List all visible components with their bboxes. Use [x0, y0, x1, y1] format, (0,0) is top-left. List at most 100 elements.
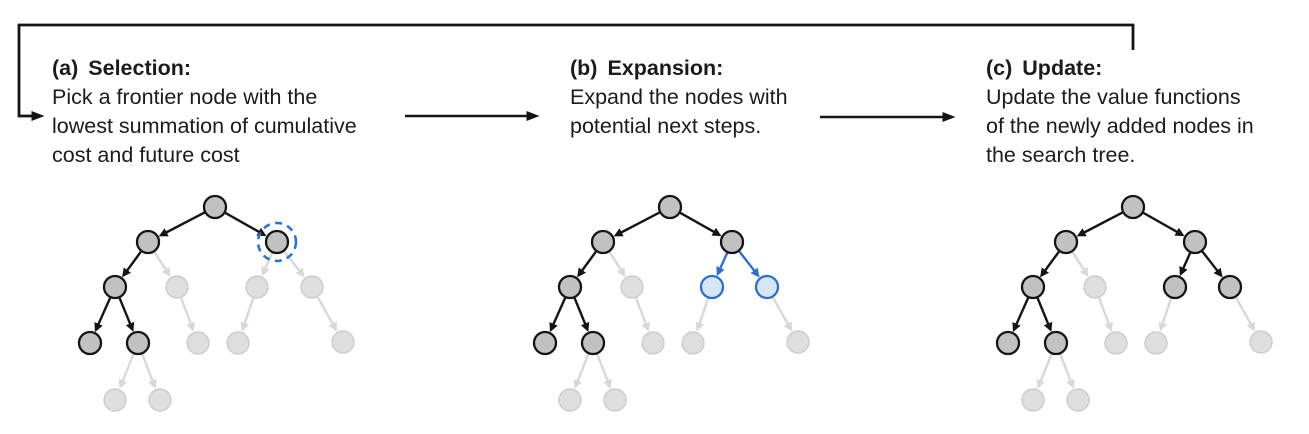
selection-tree-edge-R-RR [283, 250, 305, 278]
update-tree-edge-LL-LLR [1036, 297, 1053, 332]
panel-selection-title: (a) Selection: [52, 54, 404, 83]
expansion-tree-edge-R-RL [716, 252, 729, 277]
expansion-tree-edge-LLR-LLRb [596, 353, 612, 389]
selection-tree-edge-LR-LRc [180, 297, 195, 332]
selection-tree-edge-RL-RLc [240, 298, 255, 332]
update-tree-node-LLRb [1066, 388, 1090, 412]
panel-update-body-line: of the newly added nodes in [986, 114, 1254, 138]
expansion-tree-node-LR [620, 275, 644, 299]
panel-selection: (a) Selection: Pick a frontier node with … [52, 54, 404, 170]
update-tree-node-R [1182, 229, 1208, 255]
tree-diagrams [77, 194, 1273, 412]
selection-tree [77, 194, 355, 412]
update-tree-node-RR [1217, 274, 1243, 300]
panel-expansion-label: (b) [570, 56, 598, 80]
expansion-tree-node-LRc [641, 331, 665, 355]
update-tree-node-LLR [1043, 330, 1069, 356]
selection-tree-node-LLRa [103, 388, 127, 412]
selection-tree-edge-LLR-LLRa [118, 353, 135, 389]
update-tree-edge-L-LR [1071, 251, 1089, 277]
update-tree-edge-LLR-LLRa [1036, 353, 1053, 389]
expansion-tree-node-RLc [681, 331, 705, 355]
expansion-tree-edge-LLR-LLRa [573, 353, 590, 389]
update-tree-node-LR [1083, 275, 1107, 299]
panel-expansion-body-line: potential next steps. [570, 114, 762, 138]
panel-selection-title-text: Selection: [88, 56, 192, 80]
expansion-tree-edge-root-L [613, 211, 660, 237]
update-tree-edge-R-RR [1201, 250, 1223, 278]
update-tree-node-L [1053, 229, 1079, 255]
update-tree-edge-LLR-LLRb [1059, 353, 1075, 389]
selection-tree-edge-LL-LLR [118, 297, 135, 332]
selection-tree-node-LLR [125, 330, 151, 356]
panel-update-title-text: Update: [1022, 56, 1103, 80]
selection-tree-node-RL [245, 275, 269, 299]
update-tree [995, 194, 1273, 412]
loop-back-arrow [17, 23, 1135, 121]
selection-tree-edge-LLR-LLRb [141, 353, 157, 389]
update-tree-node-LLL [995, 330, 1021, 356]
update-tree-edge-RL-RLc [1158, 298, 1173, 332]
panel-expansion: (b) Expansion: Expand the nodes with pote… [570, 54, 870, 141]
selection-tree-edge-R-RL [261, 252, 274, 277]
update-tree-edge-LL-LLL [1012, 297, 1030, 333]
selection-tree-edge-root-R [224, 211, 267, 237]
update-tree-node-LL [1020, 274, 1046, 300]
panel-update: (c) Update: Update the value functions of… [986, 54, 1286, 170]
update-tree-edge-L-LL [1040, 250, 1060, 278]
selection-tree-node-RLc [226, 331, 250, 355]
update-tree-edge-RR-RRc [1234, 296, 1256, 332]
panel-selection-label: (a) [52, 56, 79, 80]
selection-tree-edge-LL-LLL [94, 297, 112, 333]
panel-update-body-line: the search tree. [986, 143, 1136, 167]
panel-selection-body-line: cost and future cost [52, 143, 240, 167]
expansion-tree-edge-L-LL [577, 250, 597, 278]
selection-tree-node-LLRb [148, 388, 172, 412]
panel-update-body-line: Update the value functions [986, 85, 1241, 109]
panel-selection-body-line: lowest summation of cumulative [52, 114, 357, 138]
expansion-tree-node-LLR [580, 330, 606, 356]
update-tree-edge-R-RL [1179, 252, 1192, 277]
panel-selection-body-line: Pick a frontier node with the [52, 85, 318, 109]
expansion-tree-node-LLL [532, 330, 558, 356]
expansion-tree-edge-R-RR [738, 250, 760, 278]
selection-tree-node-LLL [77, 330, 103, 356]
update-tree-node-RLc [1144, 331, 1168, 355]
update-tree-node-LLRa [1021, 388, 1045, 412]
selection-tree-edge-L-LR [153, 251, 171, 277]
expansion-tree-edge-LL-LLR [573, 297, 590, 332]
selection-tree-edge-RR-RRc [316, 296, 338, 332]
selection-tree-node-RRc [331, 330, 355, 354]
update-tree-node-RL [1162, 274, 1188, 300]
expansion-tree-edge-LL-LLL [549, 297, 567, 333]
expansion-tree-edge-LR-LRc [635, 297, 650, 332]
selection-tree-node-LL [102, 274, 128, 300]
selection-tree-edge-L-LL [122, 250, 142, 278]
selection-tree-selected-ring [256, 221, 298, 263]
expansion-tree-node-RL [699, 274, 725, 300]
selection-tree-node-L [135, 229, 161, 255]
expansion-tree-node-LL [557, 274, 583, 300]
selection-tree-edge-root-L [158, 211, 205, 237]
expansion-tree-node-R [719, 229, 745, 255]
expansion-tree-edge-RL-RLc [695, 298, 710, 332]
selection-tree-node-R [264, 229, 290, 255]
panel-update-label: (c) [986, 56, 1013, 80]
expansion-tree-node-root [657, 194, 683, 220]
expansion-tree-node-RR [754, 274, 780, 300]
expansion-tree-node-RRc [786, 330, 810, 354]
panel-expansion-body-line: Expand the nodes with [570, 85, 788, 109]
expansion-tree-edge-RR-RRc [771, 296, 793, 332]
update-tree-node-RRc [1249, 330, 1273, 354]
panel-expansion-title: (b) Expansion: [570, 54, 870, 83]
panel-expansion-title-text: Expansion: [607, 56, 724, 80]
update-tree-node-LRc [1104, 331, 1128, 355]
expansion-tree-node-LLRb [603, 388, 627, 412]
update-tree-edge-LR-LRc [1098, 297, 1113, 332]
expansion-tree-edge-L-LR [608, 251, 626, 277]
expansion-tree-node-L [590, 229, 616, 255]
expansion-tree-edge-root-R [679, 211, 722, 237]
update-tree-edge-root-L [1076, 211, 1123, 237]
expansion-tree [532, 194, 810, 412]
